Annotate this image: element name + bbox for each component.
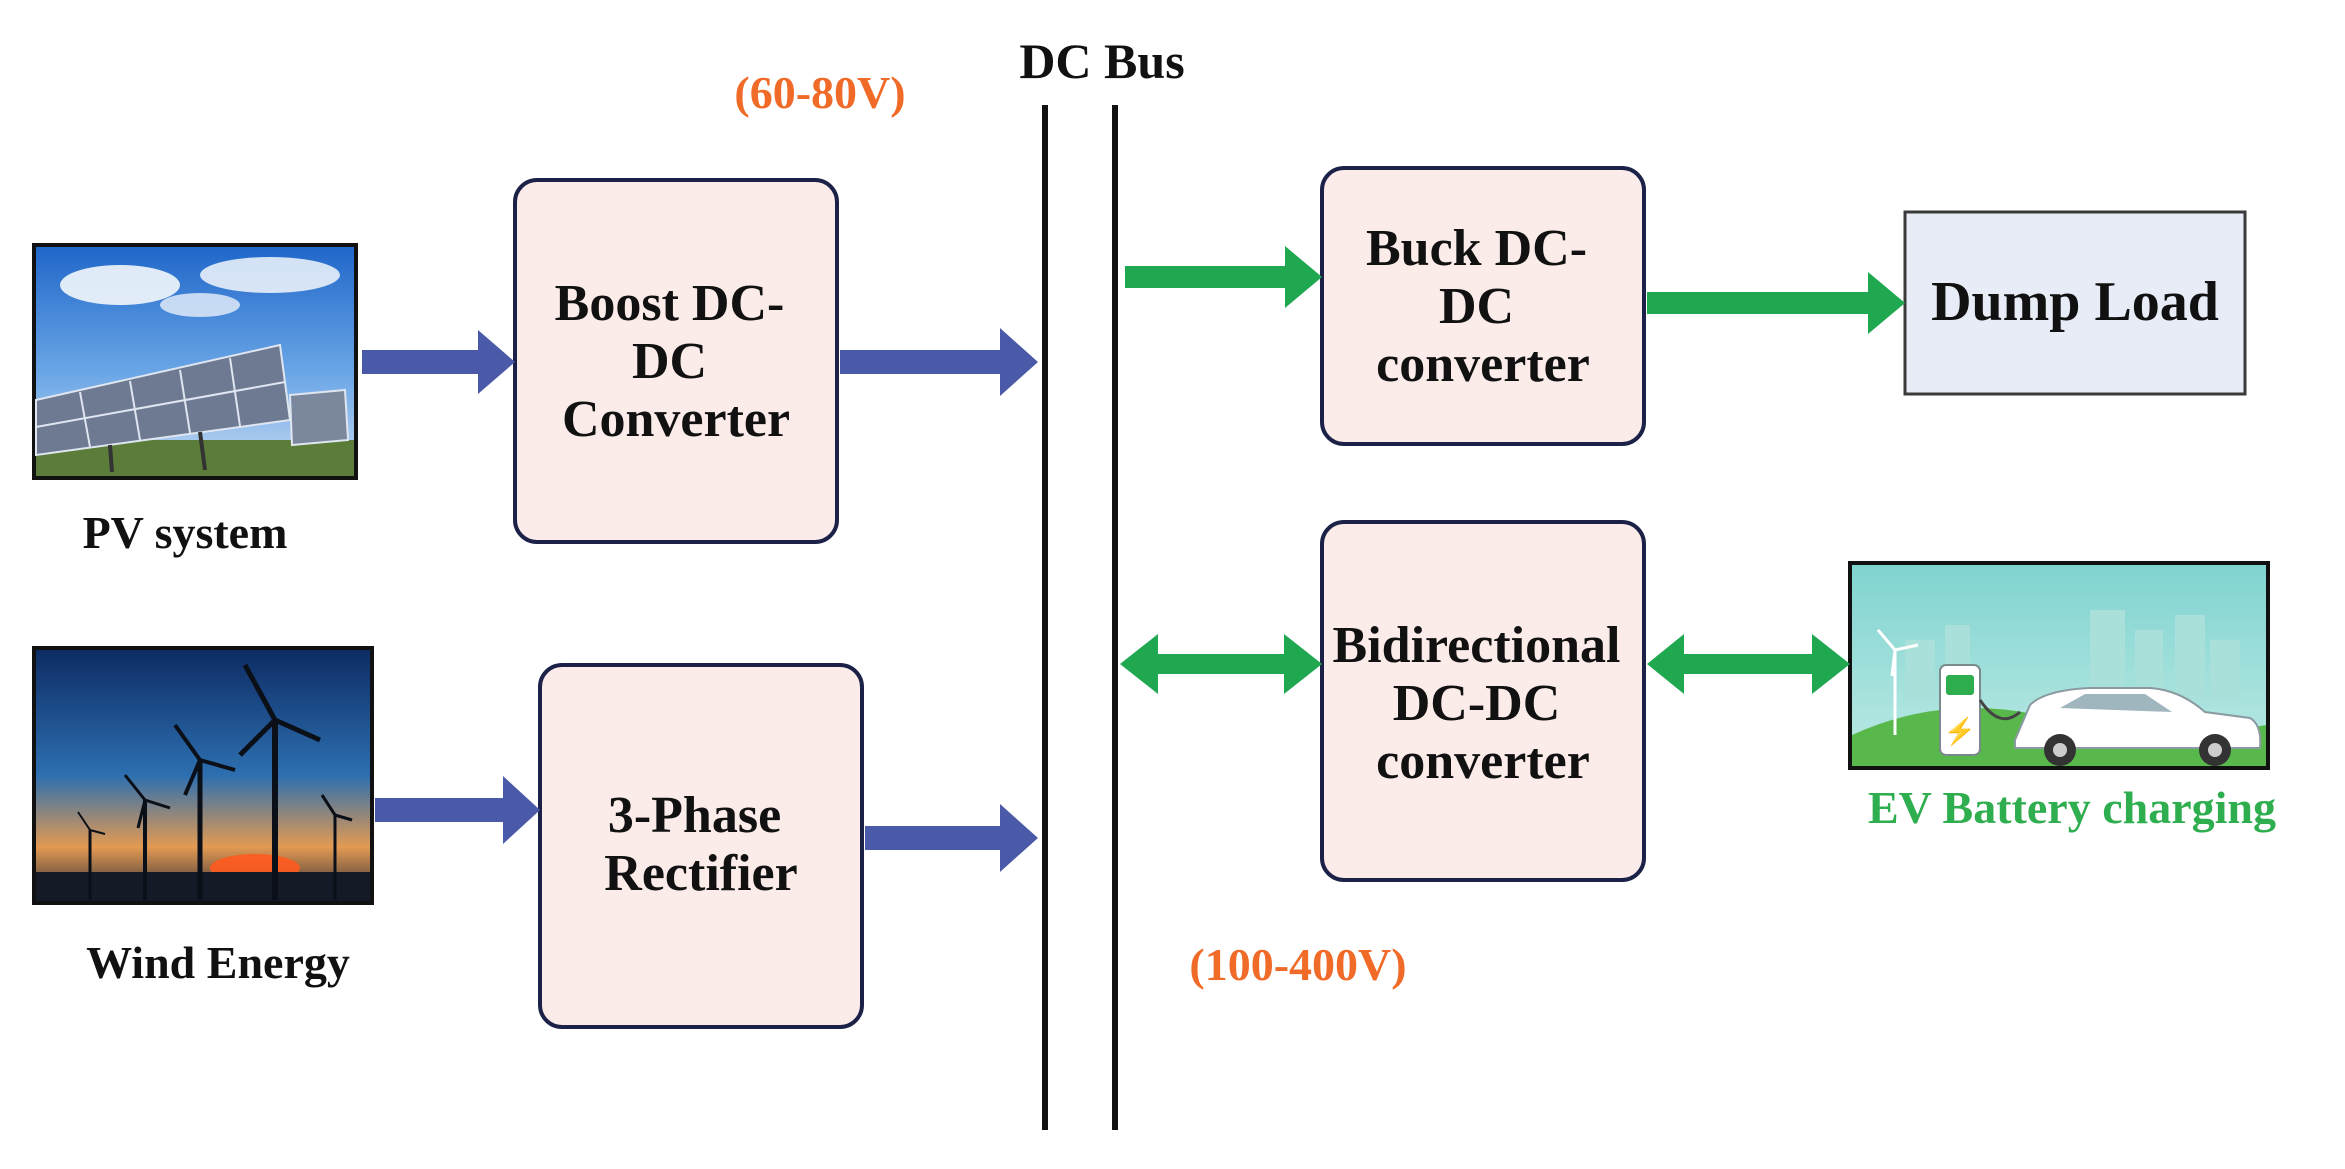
bidirectional-line-3: converter (1376, 733, 1590, 790)
wind-energy-label: Wind Energy (86, 937, 350, 988)
dc-bus-title: DC Bus (1019, 33, 1184, 89)
voltage-label-load-side: (100-400V) (1189, 939, 1406, 990)
wind-turbine-farm-icon (32, 646, 374, 905)
pv-to-boost-arrow (362, 330, 515, 394)
ev-charging-car-icon: ⚡ (1848, 561, 2270, 770)
voltage-label-pv-side: (60-80V) (734, 67, 905, 118)
bus-bidirectional-arrow (1120, 634, 1322, 694)
rectifier-line-1: 3-Phase (608, 787, 781, 844)
boost-converter-block: Boost DC- DC Converter (513, 178, 839, 544)
rectifier-line-2: Rectifier (604, 845, 797, 902)
bidirectional-ev-arrow (1647, 634, 1850, 694)
bidirectional-line-1: Bidirectional (1333, 617, 1621, 674)
bidirectional-converter-block: Bidirectional DC-DC converter (1320, 520, 1646, 882)
svg-text:⚡: ⚡ (1944, 716, 1976, 747)
wind-to-rectifier-arrow (375, 776, 540, 844)
pv-system-label: PV system (83, 507, 288, 558)
dump-load-block: Dump Load (1903, 210, 2247, 396)
boost-line-2: DC (632, 333, 707, 390)
buck-to-dump-load-arrow (1647, 272, 1905, 334)
dump-load-label: Dump Load (1931, 271, 2219, 333)
solar-panel-array-icon (32, 243, 358, 480)
buck-line-2: DC (1439, 278, 1514, 335)
buck-converter-block: Buck DC- DC converter (1320, 166, 1646, 446)
buck-line-3: converter (1376, 336, 1590, 393)
rectifier-block: 3-Phase Rectifier (538, 663, 864, 1029)
bus-to-buck-arrow (1125, 246, 1322, 308)
buck-line-1: Buck DC- (1366, 220, 1587, 277)
svg-text:Buck DC- DC conver: Buck DC- DC converter (1366, 220, 1600, 393)
bidirectional-line-2: DC-DC (1393, 675, 1561, 732)
boost-to-bus-arrow (840, 328, 1038, 396)
boost-line-3: Converter (562, 391, 790, 448)
svg-text:Bidirectional DC-DC: Bidirectional DC-DC converter (1333, 617, 1634, 790)
svg-text:3-Phase Rectifier: 3-Phase Rectifier (604, 787, 797, 902)
rectifier-to-bus-arrow (865, 804, 1038, 872)
boost-line-1: Boost DC- (555, 275, 785, 332)
svg-text:Boost DC- DC Conve: Boost DC- DC Converter (555, 275, 798, 448)
ev-battery-label: EV Battery charging (1868, 782, 2276, 833)
